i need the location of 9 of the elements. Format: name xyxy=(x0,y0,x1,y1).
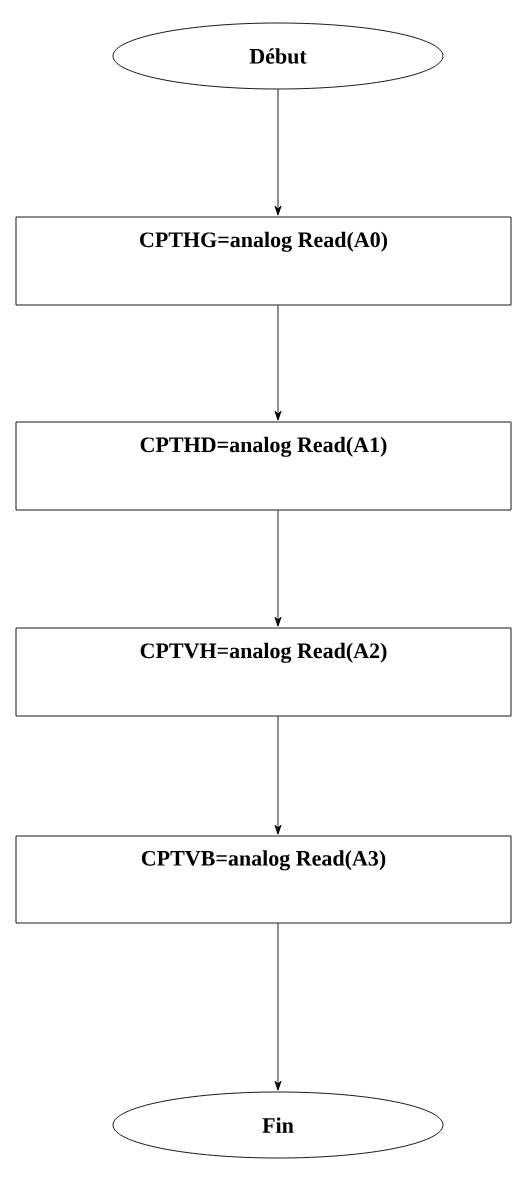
process-box: CPTVH=analog Read(A2) xyxy=(15,627,512,717)
process-box: CPTHG=analog Read(A0) xyxy=(15,216,512,306)
arrow xyxy=(274,305,282,421)
arrow xyxy=(274,716,282,835)
process-box: CPTHD=analog Read(A1) xyxy=(15,421,512,511)
arrow xyxy=(274,923,282,1091)
arrow xyxy=(274,89,282,216)
process-box: CPTVB=analog Read(A3) xyxy=(15,835,512,924)
arrow xyxy=(274,510,282,627)
